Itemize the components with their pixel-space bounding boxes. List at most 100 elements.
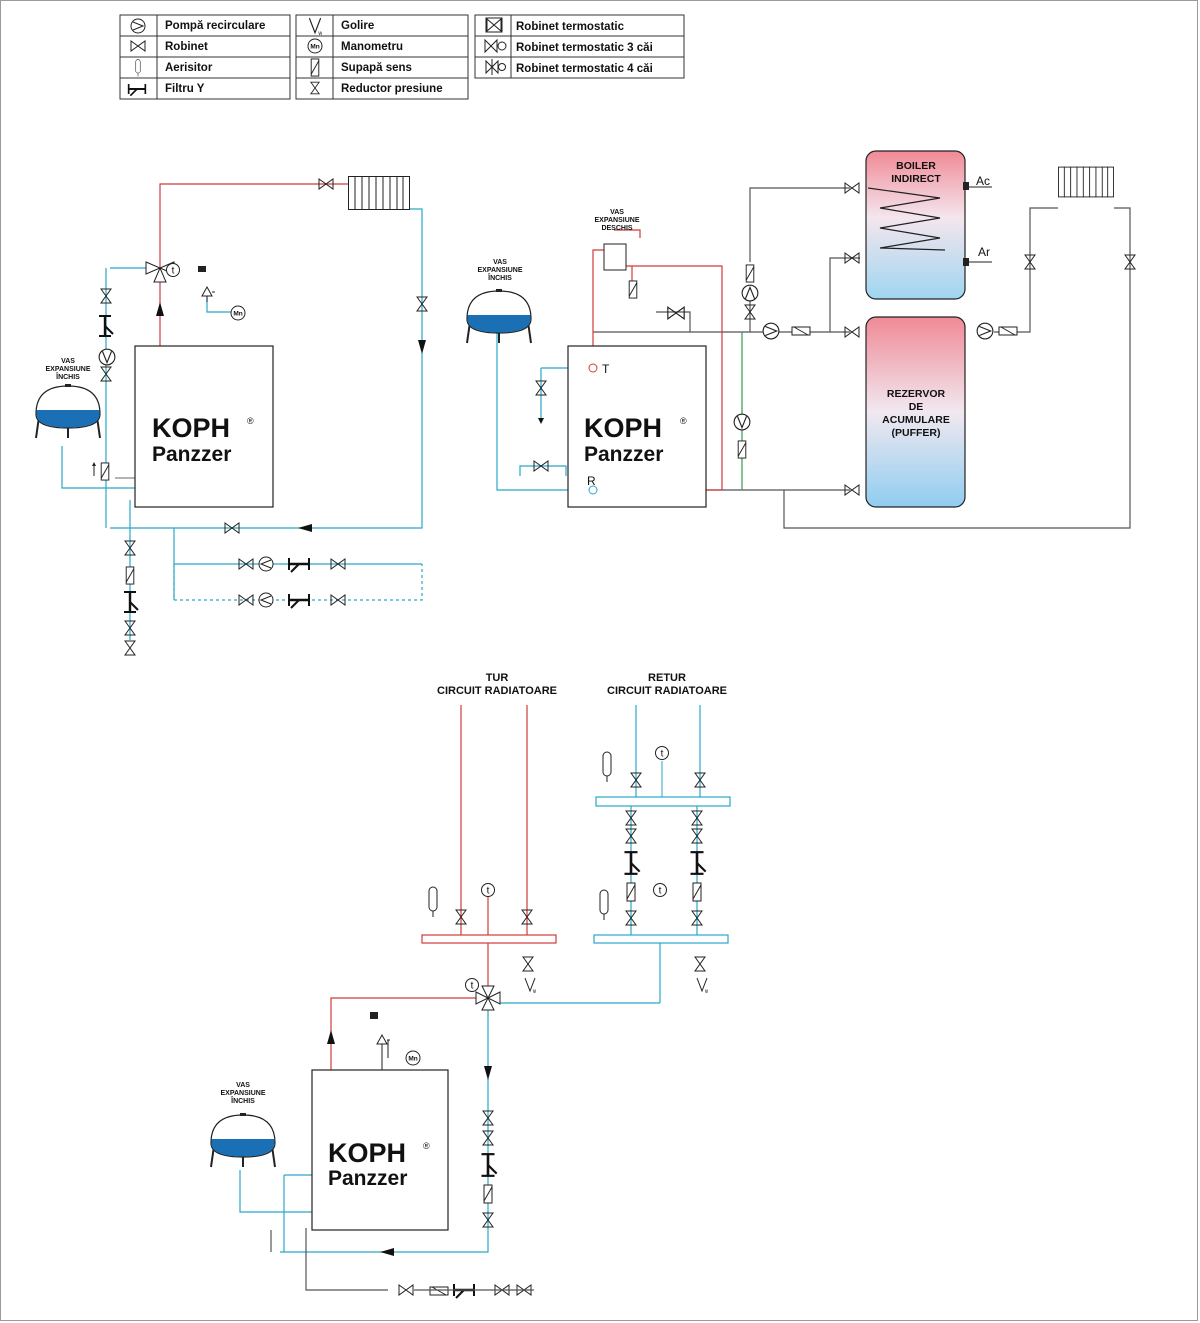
d3-fill-pipe	[270, 1228, 388, 1291]
d2-boiler-l2: INDIRECT	[891, 173, 941, 185]
d3-retur-l2: CIRCUIT RADIATOARE	[607, 685, 727, 697]
d3-return-filter	[480, 1152, 498, 1178]
d3-branch-check-b	[692, 882, 702, 902]
d2-puffer-l3: ACUMULARE	[882, 414, 950, 426]
legend: Pompă recirculare Robinet Aerisitor Filt…	[119, 14, 685, 100]
d2-puffer: REZERVOR DE ACUMULARE (PUFFER)	[865, 316, 966, 508]
d2-green-pump	[733, 413, 751, 431]
d2-boiler-l1: BOILER	[896, 160, 936, 172]
d1-flow-arrow-up	[156, 302, 164, 316]
d2-open-vessel-l1: VAS	[610, 209, 624, 216]
d1-boiler	[134, 345, 274, 508]
d2-open-vessel-l2: EXPANSIUNE	[595, 217, 640, 224]
d2-pump-boiler	[741, 284, 759, 302]
d3-tur-l1: TUR	[486, 672, 509, 684]
legend-drain-label: Golire	[341, 20, 374, 32]
d3-branch-filter-a	[623, 850, 641, 876]
legend-thermo-3way-label: Robinet termostatic 3 căi	[516, 42, 653, 54]
d2-indirect-boiler: BOILER INDIRECT Ac Ar	[865, 150, 992, 300]
d2-puffer-l2: DE	[909, 401, 924, 413]
d1-fill-filter	[122, 590, 140, 614]
d2-green-check	[737, 440, 747, 459]
d1-vessel-l1: VAS	[61, 358, 75, 365]
d2-radiator	[1058, 165, 1114, 199]
d3-flow-arrow-up	[327, 1030, 335, 1044]
d1-filter	[97, 314, 115, 338]
d3-brand-line2: Panzzer	[328, 1167, 407, 1190]
legend-pump-label: Pompă recirculare	[165, 20, 265, 32]
d3-expansion-vessel: VAS EXPANSIUNE ÎNCHIS	[209, 1082, 277, 1169]
d2-port-r-label: R	[587, 474, 596, 488]
d3-supply-manifold	[421, 934, 557, 944]
d2-port-t	[588, 363, 598, 373]
manometer-icon	[307, 38, 323, 54]
d1-brand-reg: ®	[247, 416, 254, 426]
d2-brand-line2: Panzzer	[584, 443, 663, 466]
d3-vessel-l3: ÎNCHIS	[230, 1096, 255, 1105]
d3-supply-drain-valve	[522, 956, 534, 972]
legend-col1: Pompă recirculare Robinet Aerisitor Filt…	[119, 14, 291, 100]
d3-return-air-vent-top	[602, 751, 612, 783]
d2-brand-reg: ®	[680, 416, 687, 426]
legend-valve-label: Robinet	[165, 41, 208, 53]
diagram-1: KOPH Panzzer ® VAS EXPANSIUNE ÎNCHIS	[35, 176, 428, 656]
d3-branch-check-a	[626, 882, 636, 902]
d3-sensor-head	[370, 1012, 378, 1019]
d1-vessel-l3: ÎNCHIS	[55, 372, 80, 381]
pump-icon	[130, 18, 146, 34]
legend-check-valve-label: Supapă sens	[341, 62, 412, 74]
d1-radiator	[348, 176, 410, 210]
d2-vessel-l3: ÎNCHIS	[487, 273, 512, 282]
legend-filter-label: Filtru Y	[165, 83, 205, 95]
d3-branch-filter-b	[689, 850, 707, 876]
d1-loop1-pump	[258, 556, 274, 572]
d3-tur-l2: CIRCUIT RADIATOARE	[437, 685, 557, 697]
d2-boiler	[567, 345, 707, 508]
d2-radiator-pump	[976, 322, 994, 340]
d2-brand-line1: KOPH	[584, 413, 662, 443]
thermostatic-3way-icon	[484, 38, 507, 54]
d3-return-check	[483, 1184, 493, 1204]
d1-loop1-filter	[287, 556, 311, 574]
thermostatic-4way-icon	[485, 59, 506, 75]
d1-flow-arrow-down	[418, 340, 426, 354]
d3-mixer-temp	[465, 978, 479, 992]
d2-vessel-l2: EXPANSIUNE	[478, 267, 523, 274]
d3-flow-arrow-down	[484, 1066, 492, 1080]
d3-4way-valve	[475, 985, 501, 1011]
legend-air-vent-label: Aerisitor	[165, 62, 213, 74]
d2-vessel-l1: VAS	[493, 259, 507, 266]
d3-brand-reg: ®	[423, 1141, 430, 1151]
d1-supply-pipe	[159, 183, 348, 346]
d3-vessel-l2: EXPANSIUNE	[221, 1090, 266, 1097]
d3-fill-valve-1	[398, 1284, 414, 1296]
d2-port-r	[588, 485, 598, 495]
d1-loop2-pump	[258, 592, 274, 608]
d1-expansion-vessel: VAS EXPANSIUNE ÎNCHIS	[35, 358, 101, 439]
d3-return-drain	[696, 977, 708, 994]
legend-thermo-4way-label: Robinet termostatic 4 căi	[516, 63, 653, 75]
thermostatic-valve-icon	[485, 17, 503, 33]
d2-puffer-l4: (PUFFER)	[892, 427, 941, 439]
legend-col3: Robinet termostatic Robinet termostatic …	[474, 14, 685, 79]
d1-fill-valve-3	[124, 640, 136, 656]
d2-open-vessel-l3: DESCHIS	[601, 225, 632, 232]
d3-flow-arrow-left	[380, 1248, 394, 1256]
d2-port-t-label: T	[602, 362, 610, 376]
d3-return-manifold-bottom	[593, 934, 729, 944]
d1-sensor-head	[198, 266, 206, 272]
d1-safety-valve	[201, 286, 215, 302]
d2-red-pump	[762, 322, 780, 340]
d2-boiler-ac: Ac	[976, 174, 990, 188]
d3-fill-filter	[452, 1282, 476, 1300]
d1-check-valve	[100, 462, 110, 481]
d2-open-vessel: VAS EXPANSIUNE DESCHIS	[595, 209, 640, 299]
d1-pump	[98, 348, 116, 366]
d1-vessel-l2: EXPANSIUNE	[46, 366, 91, 373]
diagram-2: VAS EXPANSIUNE DESCHIS VAS EXPANSIUNE ÎN…	[465, 150, 1136, 529]
d1-flow-arrow-left	[298, 524, 312, 532]
d2-boiler-ar: Ar	[978, 245, 990, 259]
d3-boiler	[311, 1069, 449, 1231]
d1-brand-line1: KOPH	[152, 413, 230, 443]
